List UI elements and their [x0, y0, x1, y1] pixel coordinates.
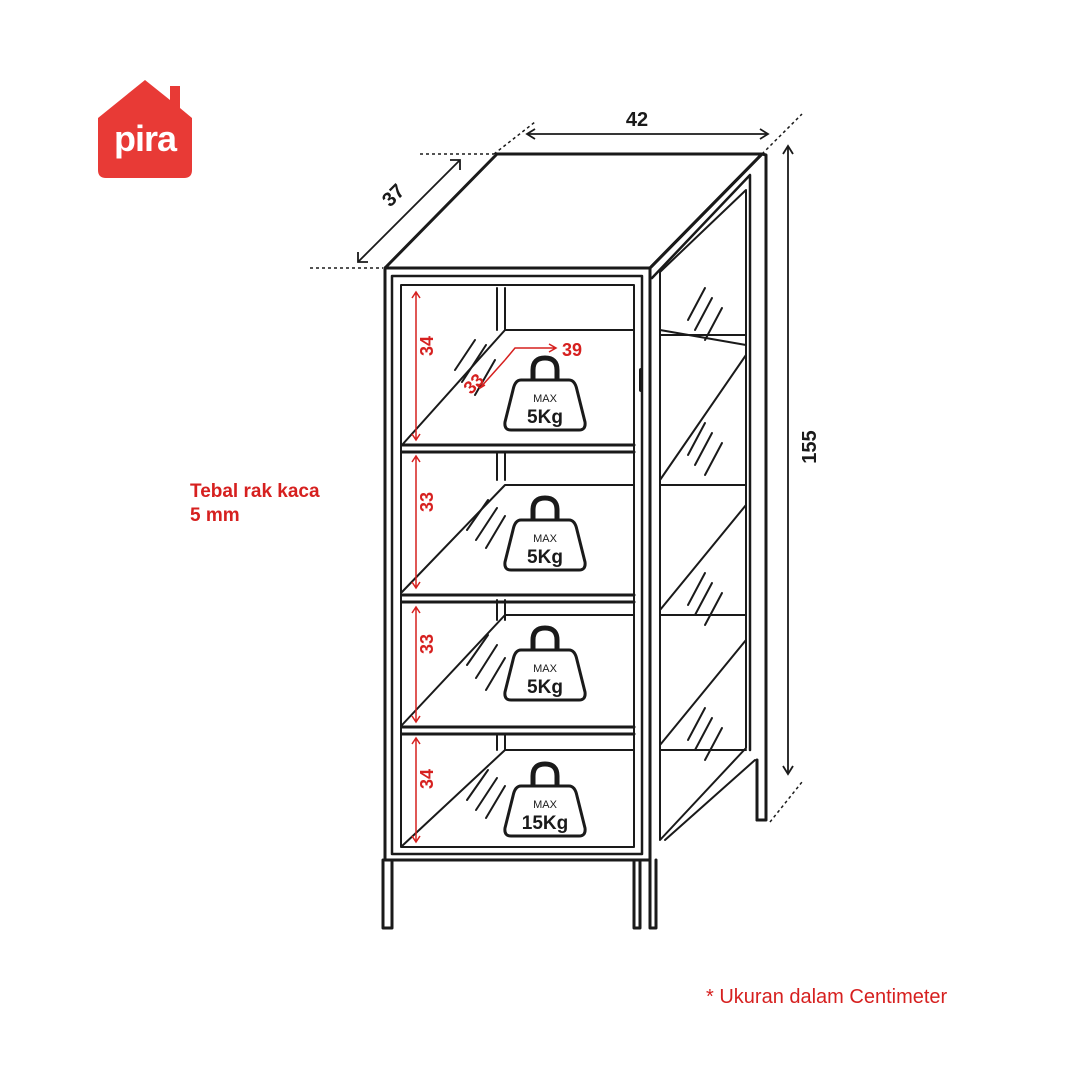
cabinet-side [648, 152, 768, 822]
shelf-height-label: 33 [417, 634, 437, 654]
depth-label: 37 [378, 180, 409, 211]
pira-logo: pira [96, 78, 194, 178]
front-glass-door [400, 284, 635, 848]
weight-icon: MAX 5Kg [503, 495, 587, 572]
logo-wordmark: pira [113, 118, 177, 159]
glass-thickness-line1: Tebal rak kaca [190, 481, 320, 502]
weight-max-label: MAX [533, 393, 558, 405]
glass-thickness-line2: 5 mm [190, 505, 240, 526]
weight-max-label: MAX [533, 663, 558, 675]
width-label: 42 [626, 109, 648, 131]
weight-load-label: 15Kg [522, 813, 568, 834]
shelf-depth-label: 33 [460, 370, 488, 398]
shelf-line [400, 443, 636, 454]
glass-reflection [454, 287, 723, 819]
back-right-leg [755, 758, 765, 822]
cabinet-front-frame [383, 266, 652, 862]
shelf-height-label: 34 [417, 336, 437, 356]
weight-icon: MAX 5Kg [503, 355, 587, 432]
weight-icon: MAX 15Kg [503, 761, 587, 838]
front-right-leg [632, 858, 642, 930]
weight-load-label: 5Kg [527, 677, 563, 698]
shelf-width-label: 39 [562, 340, 582, 360]
shelf-height-arrows [411, 290, 558, 844]
left-leg [381, 858, 394, 930]
dimension-arrows [357, 128, 794, 776]
glass-thickness-note: Tebal rak kaca 5 mm [190, 480, 320, 528]
weight-icon: MAX 5Kg [503, 625, 587, 702]
house-logo-icon [98, 80, 192, 178]
weight-max-label: MAX [533, 533, 558, 545]
side-glass-door [659, 189, 747, 841]
shelf-width-arrow [504, 343, 558, 361]
shelf-height-label: 33 [417, 492, 437, 512]
shelf-depth-arrow [475, 359, 506, 389]
weight-load-label: 5Kg [527, 407, 563, 428]
weight-load-label: 5Kg [527, 547, 563, 568]
height-label: 155 [799, 430, 821, 463]
depth-arrow [357, 159, 461, 263]
shelf-line [400, 593, 636, 604]
shelf-height-label: 34 [417, 769, 437, 789]
unit-note: * Ukuran dalam Centimeter [706, 986, 948, 1008]
shelf-line [400, 725, 636, 736]
weight-max-label: MAX [533, 799, 558, 811]
